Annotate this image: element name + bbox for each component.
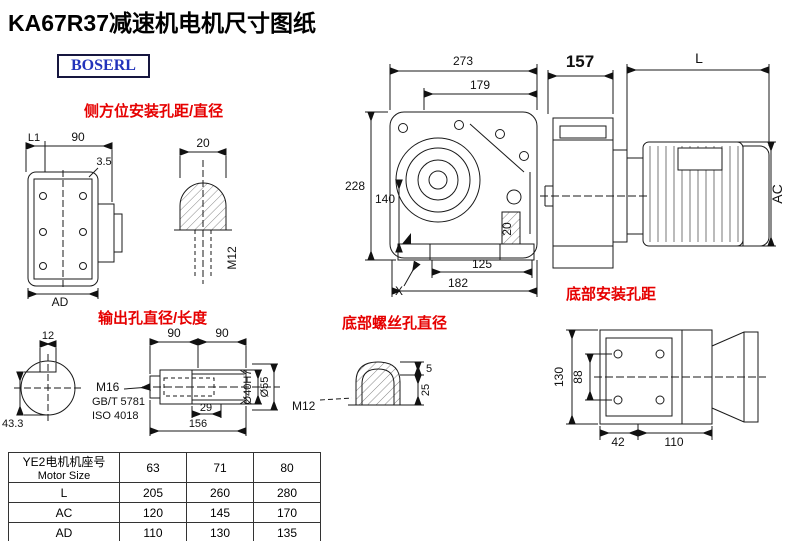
dim-plug-20: 20 <box>196 136 210 150</box>
dim-shaft-90a: 90 <box>167 326 181 340</box>
shaft-end-view: 12 43.3 <box>2 330 82 430</box>
table-header-col: 71 <box>186 452 254 483</box>
label-bottom-mount: 底部安装孔距 <box>566 286 657 303</box>
table-row: AD 110 130 135 <box>8 522 321 541</box>
dim-screw-m12: M12 <box>292 399 316 413</box>
dim-shaft-90b: 90 <box>215 326 229 340</box>
dim-x: X <box>395 284 403 298</box>
dim-43-3: 43.3 <box>2 418 23 430</box>
dim-228: 228 <box>345 179 365 193</box>
mount-view: 130 88 42 110 <box>552 329 766 449</box>
dim-o40h7: Ø40H7 <box>242 370 254 405</box>
table-header-col: 63 <box>119 452 187 483</box>
dim-gbt-5781: GB/T 5781 <box>92 396 145 408</box>
dim-25: 25 <box>420 384 432 396</box>
dim-273: 273 <box>453 54 473 68</box>
dim-5: 5 <box>426 363 432 375</box>
table-cell: 280 <box>253 482 321 503</box>
dim-plug-m12: M12 <box>225 246 239 270</box>
table-row-label: L <box>8 482 120 503</box>
table-cell: 110 <box>119 522 187 541</box>
plug-view: 20 M12 <box>174 136 239 284</box>
side-view: L1 90 3.5 AD <box>25 130 123 309</box>
dim-110: 110 <box>664 435 683 449</box>
dim-iso-4018: ISO 4018 <box>92 410 138 422</box>
dim-main-20: 20 <box>500 222 514 236</box>
dim-m16: M16 <box>96 380 120 394</box>
table-header-en: Motor Size <box>37 470 91 482</box>
motor-size-table: YE2电机机座号 Motor Size 63 71 80 L 205 260 2… <box>8 452 321 541</box>
dim-29: 29 <box>200 402 212 414</box>
table-cell: 145 <box>186 502 254 523</box>
dim-o55: Ø55 <box>259 377 271 398</box>
dim-ac: AC <box>769 184 785 203</box>
shaft-detail-view: 90 90 M16 GB/T 5781 ISO 4018 29 156 Ø40H… <box>92 326 280 436</box>
table-header-col: 80 <box>253 452 321 483</box>
dim-ad: AD <box>52 295 69 309</box>
dim-157: 157 <box>566 52 594 71</box>
dim-side-3-5: 3.5 <box>96 156 111 168</box>
table-row-label: AC <box>8 502 120 523</box>
table-cell: 170 <box>253 502 321 523</box>
table-cell: 135 <box>253 522 321 541</box>
dim-l1: L1 <box>28 132 40 144</box>
dim-179: 179 <box>470 78 490 92</box>
dim-125: 125 <box>472 257 492 271</box>
motor-view: 157 L AC <box>540 50 785 269</box>
main-view: 273 179 228 140 20 125 182 X <box>345 54 538 298</box>
dim-88: 88 <box>571 370 585 384</box>
table-row-label: AD <box>8 522 120 541</box>
table-row: AC 120 145 170 <box>8 502 321 523</box>
dim-motor-l: L <box>695 50 703 66</box>
screw-view: M12 5 25 <box>292 361 432 413</box>
table-cell: 205 <box>119 482 187 503</box>
table-row: L 205 260 280 <box>8 482 321 503</box>
table-cell: 120 <box>119 502 187 523</box>
table-header-label: YE2电机机座号 Motor Size <box>8 452 120 483</box>
label-bottom-screw: 底部螺丝孔直径 <box>342 315 448 332</box>
dim-side-90: 90 <box>71 130 85 144</box>
dim-156: 156 <box>189 418 207 430</box>
table-header-cn: YE2电机机座号 <box>22 455 106 469</box>
table-cell: 260 <box>186 482 254 503</box>
dim-140: 140 <box>375 192 395 206</box>
dim-12: 12 <box>42 330 54 342</box>
page-title: KA67R37减速机电机尺寸图纸 <box>8 10 316 36</box>
dim-42: 42 <box>611 435 625 449</box>
label-side-mount: 侧方位安装孔距/直径 <box>84 103 224 120</box>
table-cell: 130 <box>186 522 254 541</box>
label-output-hole: 输出孔直径/长度 <box>98 310 208 327</box>
table-row: YE2电机机座号 Motor Size 63 71 80 <box>8 452 321 483</box>
dim-130: 130 <box>552 367 566 387</box>
brand-logo: BOSERL <box>57 54 150 78</box>
dim-182: 182 <box>448 276 468 290</box>
